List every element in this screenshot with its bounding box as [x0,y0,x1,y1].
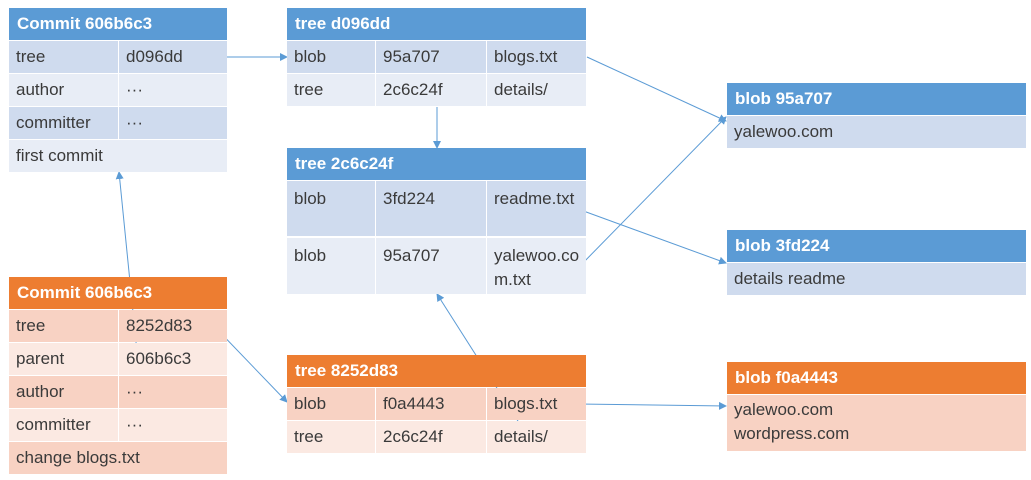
commit1-value: ··· [119,107,227,139]
tree-entry-hash: 95a707 [376,238,486,294]
tree-entry-hash: 2c6c24f [376,74,486,106]
tree-d096dd-title: tree d096dd [287,8,586,40]
commit2-key: author [9,376,118,408]
tree-entry-hash: 95a707 [376,41,486,73]
tree-entry-type: blob [287,388,375,420]
commit2-value: 8252d83 [119,310,227,342]
tree-entry-name: details/ [487,74,586,106]
commit2-value: 606b6c3 [119,343,227,375]
commit1-message: first commit [9,140,227,172]
commit1-key: author [9,74,118,106]
blob-f0a4443-line: yalewoo.com [734,400,834,419]
blob-95a707-title: blob 95a707 [727,83,1026,115]
commit1-value: ··· [119,74,227,106]
blob-f0a4443-content-box: yalewoo.com wordpress.com [727,395,1026,451]
tree-entry-hash: f0a4443 [376,388,486,420]
commit2-value: ··· [119,409,227,441]
arrow-blogs-to-blob-f0a4443 [577,401,727,410]
commit1-key: tree [9,41,118,73]
commit1-title: Commit 606b6c3 [9,8,227,40]
tree-entry-name: blogs.txt [487,41,586,73]
commit1-value: d096dd [119,41,227,73]
commit2-key: parent [9,343,118,375]
tree-entry-type: tree [287,421,375,453]
blob-f0a4443-title: blob f0a4443 [727,362,1026,394]
blob-3fd224-title: blob 3fd224 [727,230,1026,262]
tree-entry-type: blob [287,238,375,294]
commit2-title: Commit 606b6c3 [9,277,227,309]
tree-entry-name: details/ [487,421,586,453]
tree-entry-name: readme.txt [487,181,586,236]
tree-entry-type: blob [287,41,375,73]
tree-2c6c24f-title: tree 2c6c24f [287,148,586,180]
tree-entry-type: tree [287,74,375,106]
commit2-key: committer [9,409,118,441]
tree-entry-type: blob [287,181,375,236]
tree-entry-hash: 2c6c24f [376,421,486,453]
blob-95a707-content: yalewoo.com [727,116,1026,148]
commit2-message: change blogs.txt [9,442,227,474]
arrow-blogs-to-blob-95a707 [586,56,727,122]
commit1-key: committer [9,107,118,139]
tree-entry-hash: 3fd224 [376,181,486,236]
blob-f0a4443-line: wordpress.com [734,424,850,443]
arrow-yalewoo-to-blob-95a707 [577,116,727,269]
tree-entry-name: yalewoo.com.txt [487,238,586,294]
commit2-value: ··· [119,376,227,408]
blob-3fd224-content: details readme [727,263,1026,295]
commit2-key: tree [9,310,118,342]
tree-entry-name: blogs.txt [487,388,586,420]
tree-8252d83-title: tree 8252d83 [287,355,586,387]
arrow-readme-to-blob-3fd224 [577,208,727,265]
